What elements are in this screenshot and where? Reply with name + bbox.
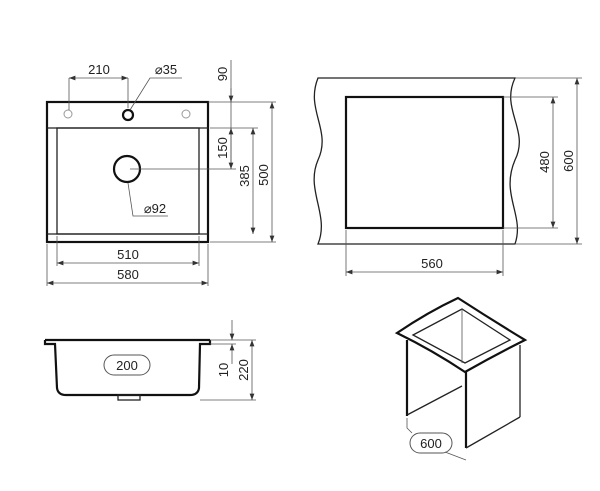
cabinet-cutout-view: 480 600 560 — [313, 77, 582, 276]
dim-150: 150 — [215, 137, 230, 159]
top-view: 210 ⌀35 ⌀92 90 150 385 500 510 580 — [45, 60, 276, 286]
dim-500: 500 — [256, 164, 271, 186]
cutout-outline — [344, 95, 505, 230]
dim-200: 200 — [116, 358, 138, 373]
sink-outline — [45, 100, 210, 244]
dim-600: 600 — [561, 150, 576, 172]
optional-hole-right — [181, 109, 191, 119]
tap-hole — [121, 108, 135, 122]
dim-220: 220 — [236, 359, 251, 381]
dim-510: 510 — [117, 247, 139, 262]
dim-480: 480 — [537, 151, 552, 173]
dim-10: 10 — [216, 363, 231, 377]
dim-385: 385 — [237, 165, 252, 187]
optional-hole-left — [63, 109, 73, 119]
dim-tap-hole: ⌀35 — [155, 62, 177, 77]
side-view: 200 10 220 — [43, 320, 256, 401]
isometric-view: 600 — [394, 296, 528, 461]
dim-90: 90 — [215, 67, 230, 81]
dim-600-width: 600 — [420, 436, 442, 451]
sink-rim — [394, 296, 528, 374]
dim-580: 580 — [117, 267, 139, 282]
dim-drain: ⌀92 — [144, 201, 166, 216]
dim-210: 210 — [88, 62, 110, 77]
drain-outlet — [117, 394, 141, 401]
dim-560: 560 — [421, 256, 443, 271]
